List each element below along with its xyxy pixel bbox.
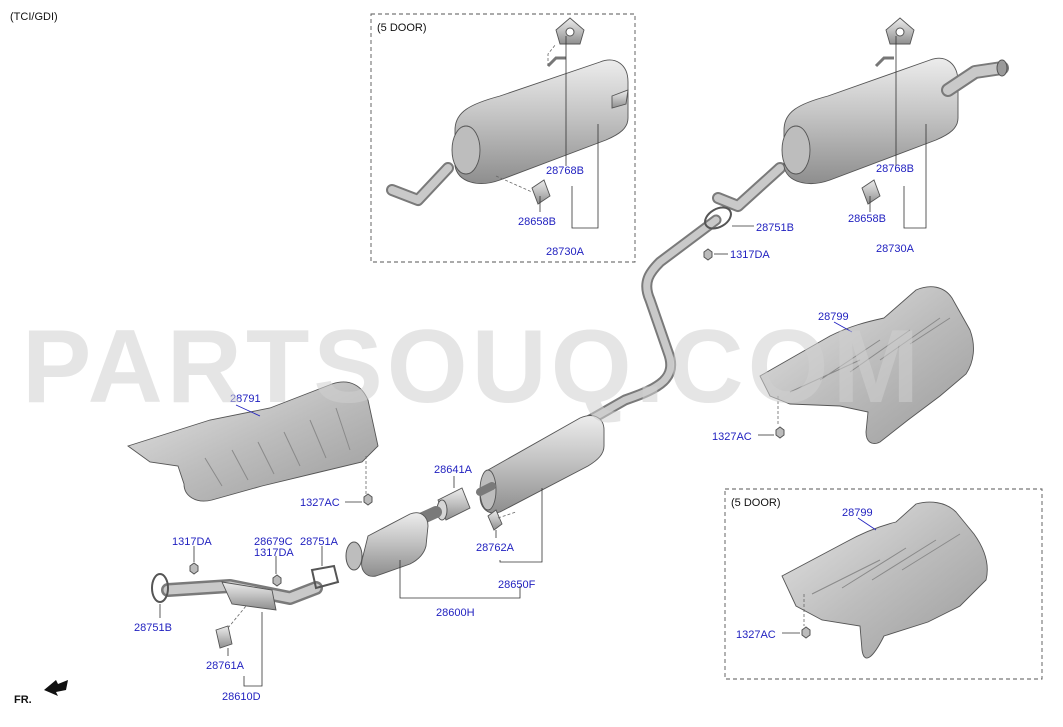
group-label-lower-right: (5 DOOR) (731, 497, 781, 509)
group-label-upper-left: (5 DOOR) (377, 22, 427, 34)
callout-28730A-ul[interactable]: 28730A (546, 246, 585, 258)
heat-shield-28799-5door[interactable] (781, 501, 988, 659)
front-marker: FR. (14, 694, 32, 706)
callout-28658B-ur[interactable]: 28658B (848, 213, 886, 225)
callout-28751A[interactable]: 28751A (300, 536, 339, 548)
callout-1317DA-center[interactable]: 1317DA (730, 249, 770, 261)
callout-28751B-center[interactable]: 28751B (756, 222, 794, 234)
center-muffler[interactable] (476, 415, 605, 514)
rear-muffler-5door[interactable] (386, 17, 629, 206)
catalytic-converter[interactable] (345, 506, 442, 577)
hanger-28761A[interactable] (215, 625, 233, 649)
gasket-28751B-center[interactable] (701, 203, 734, 233)
callout-28751B-front[interactable]: 28751B (134, 622, 172, 634)
callout-28679C[interactable]: 28679C (254, 536, 293, 548)
callout-1327AC-5door[interactable]: 1327AC (736, 629, 776, 641)
callout-28641A[interactable]: 28641A (434, 464, 473, 476)
center-pipe[interactable] (584, 214, 722, 426)
callout-28762A[interactable]: 28762A (476, 542, 515, 554)
callout-28799-right[interactable]: 28799 (818, 311, 849, 323)
gasket-28751B-front[interactable] (151, 573, 169, 603)
callout-28799-5door[interactable]: 28799 (842, 507, 873, 519)
nut-1317DA-center[interactable] (703, 248, 713, 261)
heat-shield-28799[interactable] (759, 286, 974, 444)
callout-28610D[interactable]: 28610D (222, 691, 261, 703)
callout-1317DA-front-b[interactable]: 1317DA (254, 547, 294, 559)
callout-28761A[interactable]: 28761A (206, 660, 245, 672)
callout-28600H[interactable]: 28600H (436, 607, 475, 619)
callout-28658B-ul[interactable]: 28658B (518, 216, 556, 228)
watermark: PARTSOUQ.COM (22, 309, 923, 425)
heat-shield-28791[interactable] (127, 381, 379, 502)
callout-1327AC-right[interactable]: 1327AC (712, 431, 752, 443)
clamp-28641A[interactable] (436, 487, 471, 521)
group-box-upper-left (370, 13, 636, 263)
group-box-lower-right (724, 488, 1043, 680)
rear-muffler[interactable] (712, 17, 1009, 212)
callout-1327AC-left[interactable]: 1327AC (300, 497, 340, 509)
front-arrow-icon (44, 680, 68, 696)
hanger-28762A[interactable] (487, 509, 503, 531)
callout-28791[interactable]: 28791 (230, 393, 261, 405)
callout-1317DA-front-a[interactable]: 1317DA (172, 536, 212, 548)
gasket-28751A[interactable] (310, 564, 340, 590)
callout-28730A-ur[interactable]: 28730A (876, 243, 915, 255)
callout-28650F[interactable]: 28650F (498, 579, 536, 591)
front-pipe[interactable] (161, 579, 323, 611)
callout-28768B-ur[interactable]: 28768B (876, 163, 914, 175)
callout-28768B-ul[interactable]: 28768B (546, 165, 584, 177)
variant-label: (TCI/GDI) (10, 11, 58, 23)
